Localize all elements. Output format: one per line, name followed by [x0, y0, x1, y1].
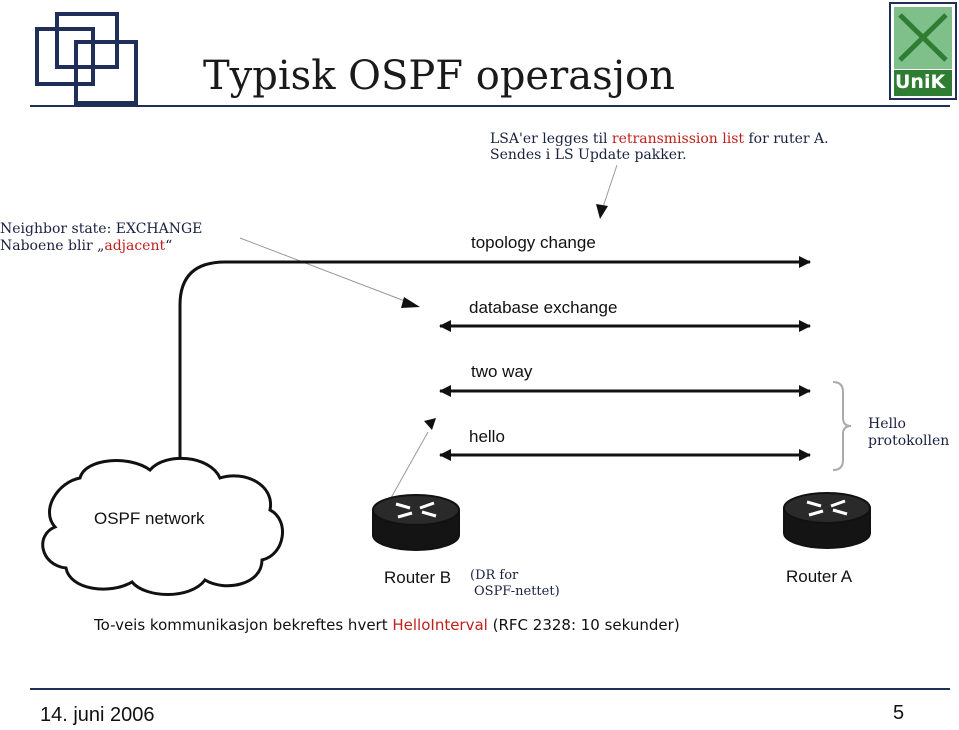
ospf-network-cloud	[41, 456, 284, 596]
dr-note-line1: (DR for	[470, 568, 519, 583]
label-two-way: two way	[471, 362, 533, 381]
pointer-arrowheads	[401, 204, 608, 430]
page-number: 5	[893, 702, 905, 724]
footer-date: 14. juni 2006	[40, 704, 155, 726]
hello-group-line2: protokollen	[868, 433, 950, 449]
bottom-note-red: HelloInterval	[392, 616, 488, 634]
label-router-a: Router A	[786, 567, 853, 586]
hello-group-line1: Hello	[868, 416, 906, 432]
lsa-note-pre: LSA'er legges til	[490, 131, 608, 147]
label-hello: hello	[469, 427, 505, 446]
router-a-icon	[783, 492, 871, 549]
bottom-note: To-veis kommunikasjon bekreftes hvert He…	[94, 616, 680, 634]
unik-logo-text: UniK	[895, 71, 946, 93]
label-ospf-network: OSPF network	[94, 509, 205, 528]
label-topology-change: topology change	[471, 233, 596, 252]
neighbor-note-line2: Naboene blir „adjacent“	[0, 238, 172, 254]
bottom-note-post: (RFC 2328: 10 sekunder)	[492, 616, 680, 634]
router-b-icon	[372, 494, 460, 551]
unik-logo	[889, 2, 957, 100]
label-database-exchange: database exchange	[469, 298, 618, 317]
label-router-b: Router B	[384, 568, 452, 587]
hello-bracket	[832, 381, 852, 471]
neighbor-note-red: adjacent	[104, 238, 166, 254]
pointer-lines	[239, 164, 618, 506]
neighbor-note-line1: Neighbor state: EXCHANGE	[0, 221, 203, 237]
lsa-note-post: for ruter A.	[748, 131, 829, 147]
dr-note-line2: OSPF-nettet)	[474, 584, 560, 599]
neighbor-note-pre: Naboene blir „	[0, 238, 105, 254]
slide-title: Typisk OSPF operasjon	[203, 53, 675, 99]
topology-change-arrow	[178, 256, 811, 460]
lsa-note-line1: LSA'er legges til retransmission list fo…	[490, 131, 829, 147]
neighbor-note-post: “	[165, 238, 173, 254]
lsa-note-line2: Sendes i LS Update pakker.	[490, 147, 687, 163]
lsa-note-red: retransmission list	[611, 131, 745, 147]
bottom-note-pre: To-veis kommunikasjon bekreftes hvert	[94, 616, 388, 634]
logo-squares-icon	[35, 12, 138, 105]
